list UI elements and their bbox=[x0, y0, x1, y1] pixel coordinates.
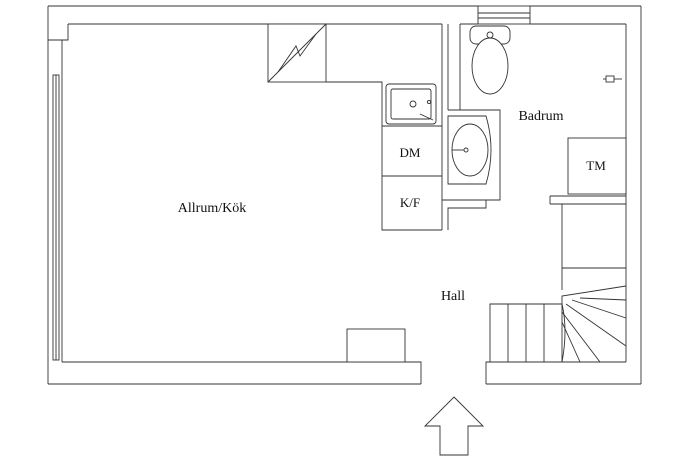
kitchen-counter bbox=[326, 81, 442, 231]
washing-machine-box bbox=[567, 137, 627, 195]
left-window bbox=[52, 74, 60, 361]
electrical-panel-icon bbox=[267, 23, 327, 83]
hall-wardrobe bbox=[561, 204, 626, 290]
entrance-arrow-icon bbox=[423, 396, 485, 456]
dishwasher-label: DM bbox=[400, 145, 421, 160]
room-label-hall: Hall bbox=[441, 289, 465, 304]
room-label-living-kitchen: Allrum/Kök bbox=[178, 201, 246, 216]
bathroom-window bbox=[477, 5, 531, 25]
fridge-freezer-label: K/F bbox=[400, 195, 420, 210]
bathroom-tap-icon bbox=[603, 75, 622, 83]
kitchen-sink-icon bbox=[385, 83, 437, 125]
outer-walls bbox=[47, 5, 642, 385]
washing-machine-label: TM bbox=[586, 158, 606, 173]
toilet-icon bbox=[469, 25, 511, 95]
staircase-icon bbox=[489, 285, 627, 363]
wash-basin-icon bbox=[447, 115, 492, 185]
floor-unit bbox=[346, 328, 406, 363]
interior-walls bbox=[441, 23, 626, 230]
room-label-bathroom: Badrum bbox=[518, 109, 563, 124]
